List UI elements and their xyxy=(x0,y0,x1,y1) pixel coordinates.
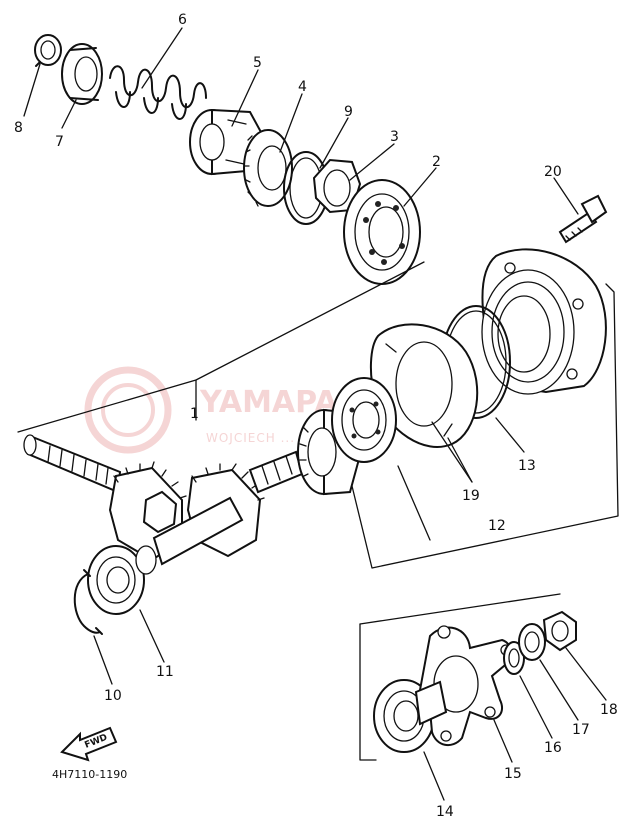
part-20-bolt xyxy=(558,194,608,244)
callout-7: 7 xyxy=(55,134,64,150)
callout-15: 15 xyxy=(504,766,522,782)
part-1-bracket-lines xyxy=(17,261,425,433)
callout-9: 9 xyxy=(344,104,353,120)
part-15-flange xyxy=(414,625,513,747)
pinion-shaft xyxy=(248,450,304,494)
callout-17: 17 xyxy=(572,722,590,738)
forward-arrow: FWD xyxy=(60,726,118,762)
drawing-code: 4H7110-1190 xyxy=(52,768,127,781)
callout-12: 12 xyxy=(488,518,506,534)
part-10-circlip xyxy=(73,569,103,635)
part-17-washer xyxy=(518,623,546,661)
callout-1: 1 xyxy=(190,406,199,422)
callout-16: 16 xyxy=(544,740,562,756)
callout-18: 18 xyxy=(600,702,618,718)
part-19-shim-plate xyxy=(369,323,479,448)
callout-2: 2 xyxy=(432,154,441,170)
part-11-bearing xyxy=(87,545,157,615)
callout-11: 11 xyxy=(156,664,174,680)
callout-3: 3 xyxy=(390,129,399,145)
callout-6: 6 xyxy=(178,12,187,28)
part-7-spring-seat xyxy=(61,43,103,105)
inner-bearing xyxy=(331,377,397,463)
callout-labels: 6 5 4 9 3 2 8 7 20 1 13 19 12 11 10 14 1… xyxy=(14,12,618,820)
part-8-circlip xyxy=(34,34,62,67)
flange-bracket-lines xyxy=(359,593,561,761)
callout-4: 4 xyxy=(298,79,307,95)
leader-lines xyxy=(23,27,607,801)
callout-8: 8 xyxy=(14,120,23,136)
part-16-washer xyxy=(503,641,525,675)
part-12-bracket-lines xyxy=(351,283,619,569)
part-2-bearing xyxy=(343,179,421,285)
part-18-nut xyxy=(542,610,577,652)
part-4-gear xyxy=(243,129,293,207)
callout-19: 19 xyxy=(462,488,480,504)
part-3-nut xyxy=(312,158,362,214)
callout-20: 20 xyxy=(544,164,562,180)
callout-13: 13 xyxy=(518,458,536,474)
part-6-compression-spring xyxy=(109,65,207,120)
callout-10: 10 xyxy=(104,688,122,704)
ring-gear-right xyxy=(152,463,265,566)
callout-14: 14 xyxy=(436,804,454,820)
callout-5: 5 xyxy=(253,55,262,71)
